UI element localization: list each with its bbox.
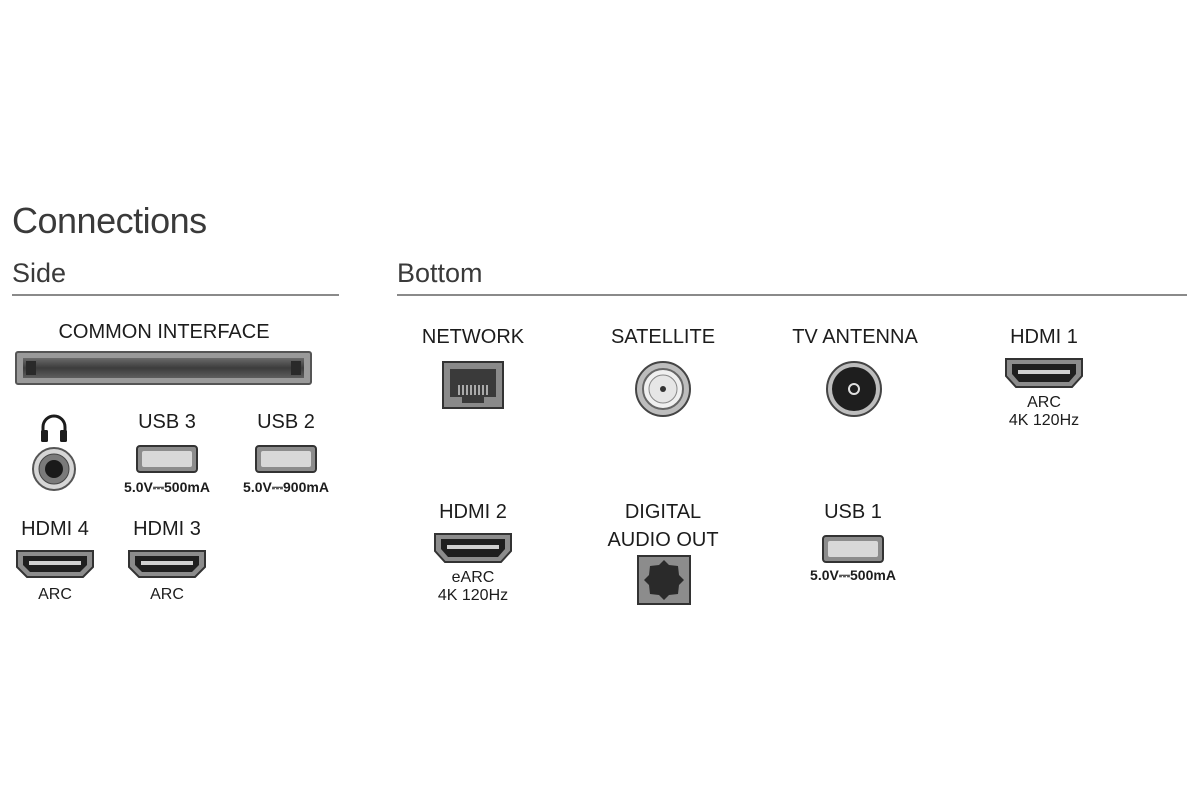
- usb1-spec: 5.0V⎓500mA: [810, 567, 896, 583]
- hdmi-port-icon: [433, 532, 513, 564]
- usb2-label: USB 2: [257, 411, 315, 433]
- hdmi2-refresh: 4K 120Hz: [437, 587, 509, 604]
- hdmi1-refresh: 4K 120Hz: [1008, 412, 1080, 429]
- usb1-label: USB 1: [824, 501, 882, 523]
- bottom-divider: [397, 294, 1187, 296]
- usb-port-icon: [822, 535, 884, 563]
- hdmi2-earc: eARC: [451, 569, 495, 586]
- page-title: Connections: [12, 200, 207, 241]
- satellite-label: SATELLITE: [610, 326, 716, 348]
- headphone-icon: [38, 413, 70, 443]
- side-divider: [12, 294, 339, 296]
- common-interface-label: COMMON INTERFACE: [58, 321, 270, 343]
- hdmi-port-icon: [15, 549, 95, 579]
- side-heading: Side: [12, 258, 67, 288]
- usb2-spec: 5.0V⎓900mA: [243, 479, 329, 495]
- hdmi4-sub: ARC: [38, 586, 72, 603]
- bottom-heading: Bottom: [397, 258, 483, 288]
- hdmi-port-icon: [127, 549, 207, 579]
- audio-jack-icon: [31, 446, 77, 492]
- hdmi3-label: HDMI 3: [133, 518, 201, 540]
- usb3-spec: 5.0V⎓500mA: [124, 479, 210, 495]
- digital-audio-label-line2: AUDIO OUT: [607, 529, 719, 551]
- network-label: NETWORK: [421, 326, 525, 348]
- ethernet-port-icon: [442, 361, 504, 409]
- common-interface-slot-icon: [15, 351, 312, 385]
- tv-antenna-label: TV ANTENNA: [792, 326, 918, 348]
- hdmi-port-icon: [1004, 357, 1084, 389]
- usb-port-icon: [255, 445, 317, 473]
- hdmi4-label: HDMI 4: [21, 518, 89, 540]
- hdmi1-arc: ARC: [1027, 394, 1061, 411]
- usb3-label: USB 3: [138, 411, 196, 433]
- hdmi3-sub: ARC: [150, 586, 184, 603]
- coax-port-icon: [824, 360, 884, 418]
- hdmi2-label: HDMI 2: [439, 501, 507, 523]
- usb-port-icon: [136, 445, 198, 473]
- digital-audio-label-line1: DIGITAL: [624, 501, 702, 523]
- optical-port-icon: [637, 555, 691, 605]
- coax-port-icon: [633, 360, 693, 418]
- hdmi1-label: HDMI 1: [1010, 326, 1078, 348]
